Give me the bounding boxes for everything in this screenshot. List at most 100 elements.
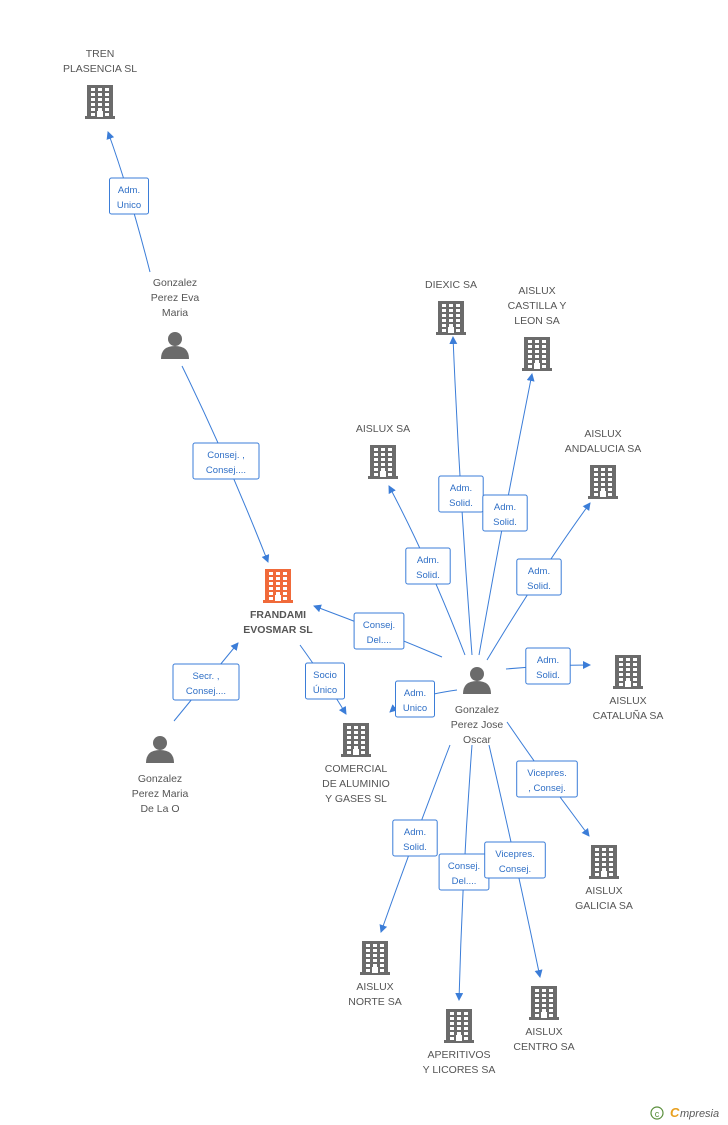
edge-label-box[interactable] xyxy=(395,680,435,718)
node-label: Maria xyxy=(162,307,188,319)
edge-oscar-to-centro: Vicepres. Consej. xyxy=(484,744,546,978)
brand-name: mpresia xyxy=(680,1108,719,1120)
edge-label-text: Secr. , xyxy=(193,671,220,682)
building-icon xyxy=(436,301,466,335)
edge-label-text: Solid. xyxy=(536,670,560,681)
edge-label-text: Vicepres. xyxy=(495,849,534,860)
node-label: AISLUX xyxy=(356,981,393,993)
edge-label-text: Adm. xyxy=(537,655,559,666)
person-icon xyxy=(146,736,174,763)
node-label: AISLUX xyxy=(584,428,621,440)
edge-label-text: Adm. xyxy=(528,566,550,577)
edge-label-text: Solid. xyxy=(449,498,473,509)
node-label: Gonzalez xyxy=(138,773,182,785)
edge-label-box[interactable] xyxy=(392,819,438,857)
node-label: Y GASES SL xyxy=(325,793,387,805)
edge-label-text: Único xyxy=(313,685,337,696)
node-label: FRANDAMI xyxy=(250,609,306,621)
edge-label-box[interactable] xyxy=(484,841,546,879)
edge-oscar-to-aislux: Adm. Solid. xyxy=(388,485,466,656)
building-icon xyxy=(85,85,115,119)
edge-label-text: Adm. xyxy=(494,502,516,513)
edge-oscar-to-norte: Adm.Solid. xyxy=(379,744,451,933)
node-label: DE ALUMINIO xyxy=(322,778,390,790)
edge-label-box[interactable] xyxy=(353,612,405,650)
node-label: AISLUX xyxy=(525,1026,562,1038)
edge-label-text: Vicepres. xyxy=(527,768,566,779)
node-label: ANDALUCIA SA xyxy=(565,443,641,455)
node-label: De La O xyxy=(140,803,179,815)
edge-label-text: Consej.... xyxy=(206,465,246,476)
node-andalucia[interactable]: AISLUX ANDALUCIA SA xyxy=(565,428,641,499)
edge-label-text: Consej.... xyxy=(186,686,226,697)
edge-label-box[interactable] xyxy=(516,760,578,798)
node-label: AISLUX SA xyxy=(356,423,410,435)
building-icon xyxy=(613,655,643,689)
node-label: AISLUX xyxy=(518,285,555,297)
edge-label-box[interactable] xyxy=(192,442,260,480)
edge-oscar-to-diexic: Adm. Solid. xyxy=(438,336,484,656)
node-label: GALICIA SA xyxy=(575,900,633,912)
edge-label-text: Adm. xyxy=(417,555,439,566)
building-icon xyxy=(522,337,552,371)
node-label: Gonzalez xyxy=(455,704,499,716)
edge-label-text: , Consej. xyxy=(528,783,566,794)
node-label: EVOSMAR SL xyxy=(243,624,313,636)
node-aislux[interactable]: AISLUX SA xyxy=(356,423,410,479)
edge-label-box[interactable] xyxy=(405,547,451,585)
node-frandami[interactable]: FRANDAMI EVOSMAR SL xyxy=(243,569,313,636)
edge-label-text: Del.... xyxy=(452,876,477,887)
edge-label-text: Adm. xyxy=(118,185,140,196)
edge-label-box[interactable] xyxy=(172,663,240,701)
node-label: AISLUX xyxy=(609,695,646,707)
edge-label-text: Unico xyxy=(403,703,427,714)
edge-eva-to-tren: Adm.Unico xyxy=(106,131,151,273)
edge-label-text: Socio xyxy=(313,670,337,681)
edge-label-text: Solid. xyxy=(403,842,427,853)
edge-oscar-to-andalucia: Adm. Solid. xyxy=(486,502,591,661)
node-norte[interactable]: AISLUX NORTE SA xyxy=(348,941,402,1008)
node-label: CASTILLA Y xyxy=(508,300,567,312)
edge-oscar-to-cataluna: Adm. Solid. xyxy=(505,647,591,685)
edge-label-text: Del.... xyxy=(367,635,392,646)
edge-label-box[interactable] xyxy=(109,177,149,215)
copyright-circle-icon xyxy=(650,1106,664,1120)
node-label: AISLUX xyxy=(585,885,622,897)
edge-label-text: Solid. xyxy=(493,517,517,528)
edge-oscar-to-aperitivos: Consej.Del.... xyxy=(438,744,490,1001)
node-diexic[interactable]: DIEXIC SA xyxy=(425,279,477,335)
edge-label-text: Adm. xyxy=(450,483,472,494)
copyright-symbol: c xyxy=(655,1109,660,1119)
node-label: CATALUÑA SA xyxy=(593,709,664,722)
building-icon xyxy=(529,986,559,1020)
node-label: NORTE SA xyxy=(348,996,401,1008)
node-galicia[interactable]: AISLUX GALICIA SA xyxy=(575,845,633,912)
edge-label-box[interactable] xyxy=(438,475,484,513)
edge-label-box[interactable] xyxy=(525,647,571,685)
edge-label-box[interactable] xyxy=(482,494,528,532)
focus-building-icon xyxy=(263,569,293,603)
edge-label-box[interactable] xyxy=(516,558,562,596)
edge-label-box[interactable] xyxy=(305,662,345,700)
edge-label-text: Solid. xyxy=(527,581,551,592)
node-label: DIEXIC SA xyxy=(425,279,477,291)
node-cataluna[interactable]: AISLUX CATALUÑA SA xyxy=(593,655,664,722)
edge-label-text: Solid. xyxy=(416,570,440,581)
edge-label-text: Consej. xyxy=(499,864,531,875)
edge-maria-to-frandami: Secr. , Consej.... xyxy=(172,642,240,722)
edge-eva-to-frandami: Consej. ,Consej.... xyxy=(181,365,270,563)
building-icon xyxy=(444,1009,474,1043)
brand-initial: C xyxy=(670,1105,680,1120)
